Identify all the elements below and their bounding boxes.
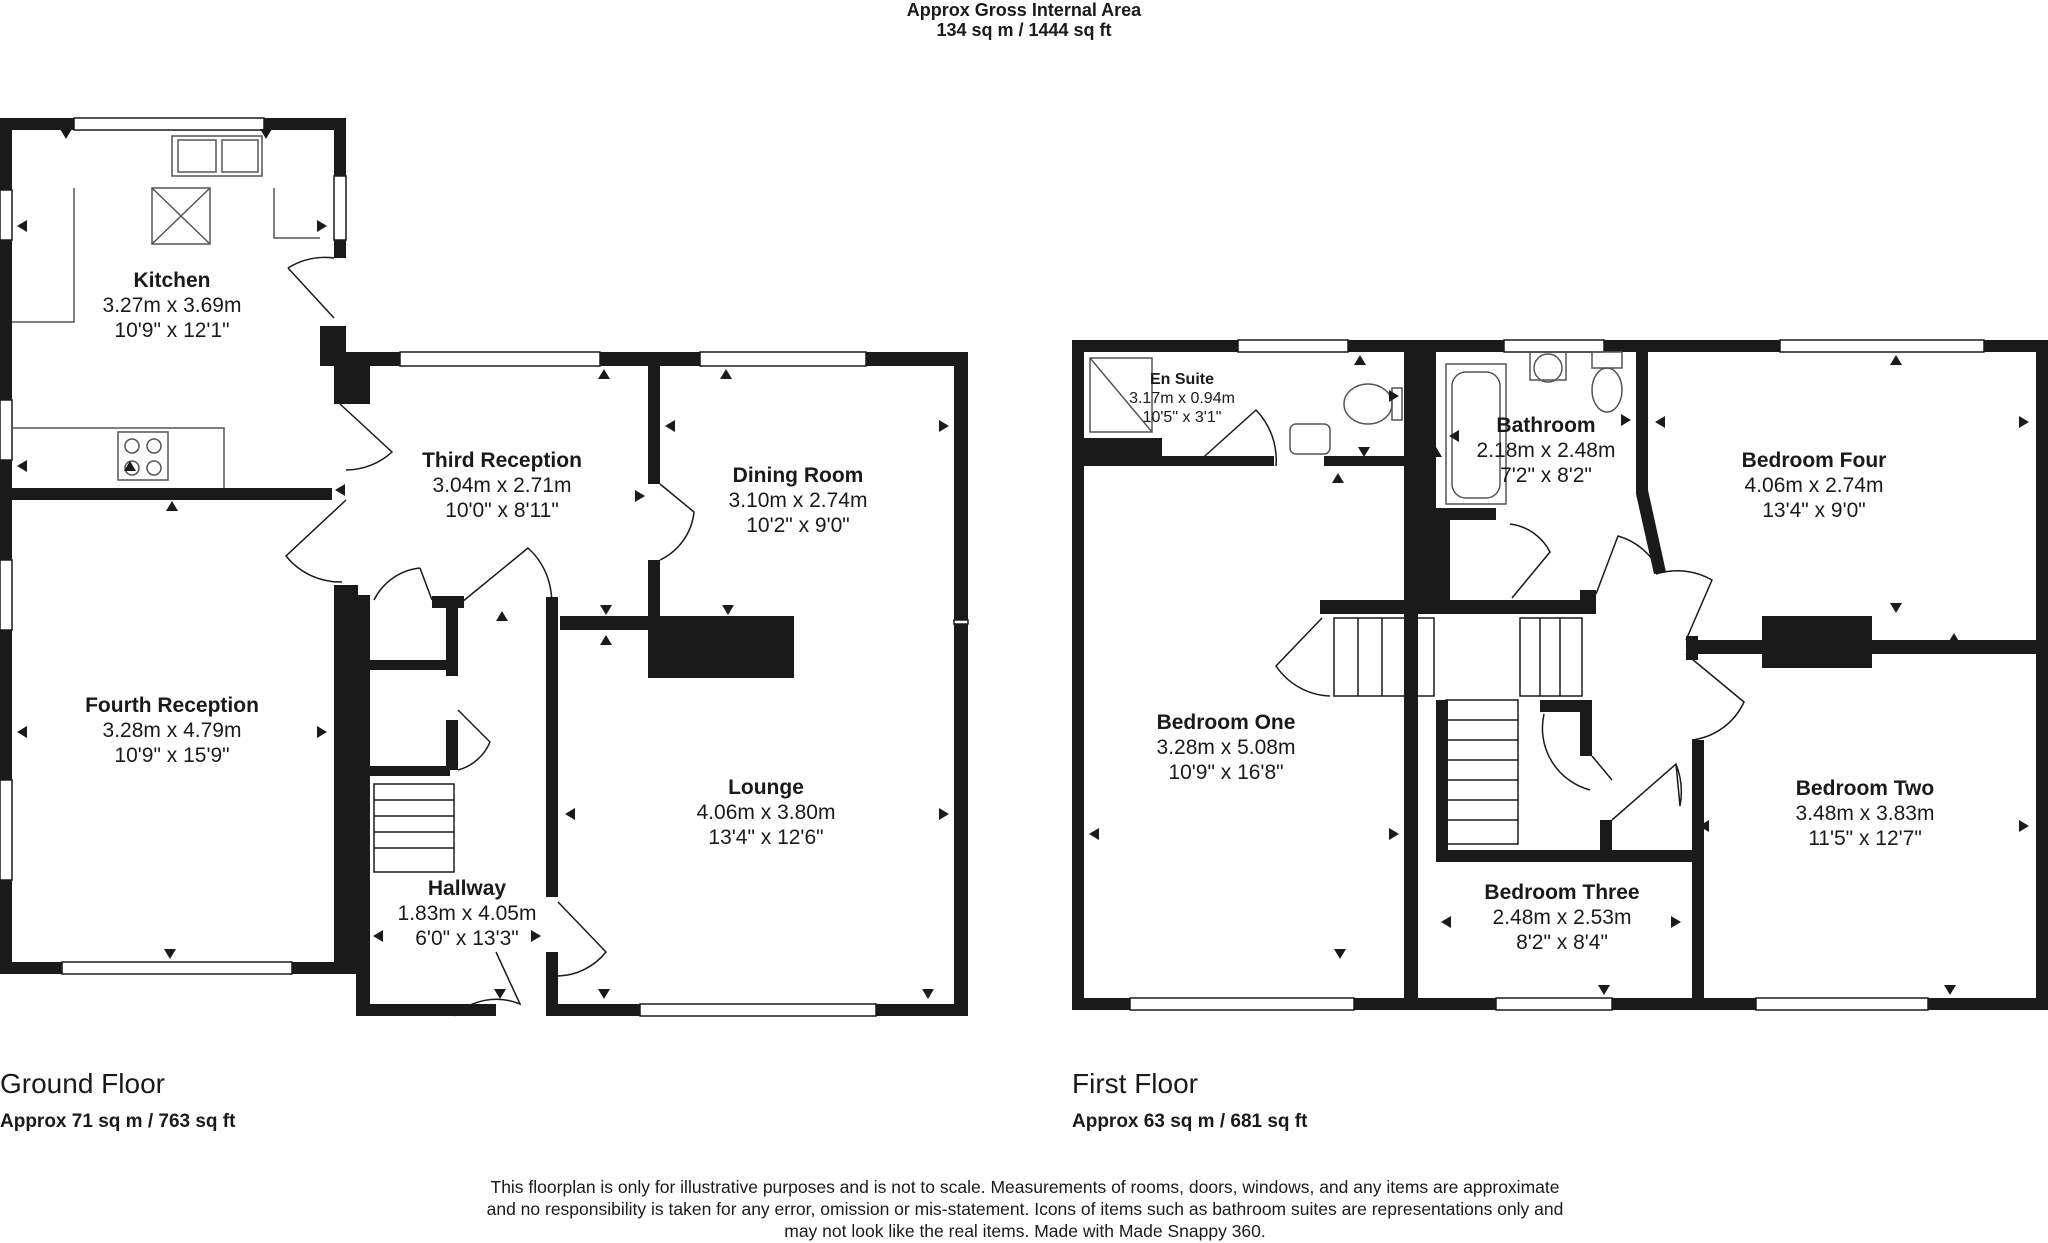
kitchen-fixtures (12, 135, 320, 488)
ground-floor-area: Approx 71 sq m / 763 sq ft (0, 1111, 236, 1132)
room-imperial: 10'9" x 15'9" (114, 744, 230, 767)
room-imperial: 6'0" x 13'3" (415, 927, 519, 950)
room-en-suite: En Suite 3.17m x 0.94m 10'5" x 3'1" (1129, 370, 1235, 427)
room-name: Third Reception (422, 449, 582, 472)
room-metric: 3.17m x 0.94m (1129, 390, 1235, 407)
disclaimer: This floorplan is only for illustrative … (440, 1176, 1610, 1242)
first-floor-area: Approx 63 sq m / 681 sq ft (1072, 1111, 1308, 1132)
room-metric: 2.48m x 2.53m (1492, 906, 1632, 929)
ground-floor-title: Ground Floor (0, 1068, 165, 1099)
disclaimer-line-2: and no responsibility is taken for any e… (486, 1199, 1564, 1219)
first-floor-title: First Floor (1072, 1068, 1198, 1099)
room-metric: 1.83m x 4.05m (397, 902, 537, 925)
ground-floor-stairs (373, 783, 455, 873)
room-name: Bathroom (1496, 414, 1596, 437)
room-bedroom-three: Bedroom Three 2.48m x 2.53m 8'2" x 8'4" (1484, 880, 1639, 955)
first-floor-doors (1195, 408, 1745, 821)
bathroom-fixtures (1089, 351, 1623, 505)
room-name: Bedroom Three (1484, 881, 1640, 904)
room-name: Bedroom One (1156, 711, 1296, 734)
first-floor-windows (1129, 339, 1985, 1011)
first-floor-stairs (1333, 617, 1583, 845)
room-fourth-reception: Fourth Reception 3.28m x 4.79m 10'9" x 1… (85, 693, 259, 768)
room-imperial: 8'2" x 8'4" (1516, 931, 1608, 954)
room-dining-room: Dining Room 3.10m x 2.74m 10'2" x 9'0" (729, 463, 868, 538)
room-metric: 4.06m x 3.80m (696, 801, 836, 824)
room-lounge: Lounge 4.06m x 3.80m 13'4" x 12'6" (697, 775, 836, 850)
first-floor-walls (1072, 340, 2048, 1010)
room-metric: 3.28m x 5.08m (1156, 736, 1296, 759)
room-name: Bedroom Two (1795, 777, 1935, 800)
room-name: Bedroom Four (1741, 449, 1887, 472)
room-name: Hallway (427, 877, 507, 900)
room-third-reception: Third Reception 3.04m x 2.71m 10'0" x 8'… (422, 448, 582, 523)
room-imperial: 11'5" x 12'7" (1808, 827, 1922, 850)
room-imperial: 13'4" x 9'0" (1762, 499, 1866, 522)
room-metric: 3.48m x 3.83m (1795, 802, 1935, 825)
room-metric: 2.18m x 2.48m (1476, 439, 1616, 462)
gross-area-title: Approx Gross Internal Area (906, 0, 1142, 20)
room-bedroom-two: Bedroom Two 3.48m x 3.83m 11'5" x 12'7" (1796, 776, 1935, 851)
disclaimer-line-3: may not look like the real items. Made w… (784, 1221, 1266, 1241)
ground-floor-markers (17, 129, 949, 999)
room-metric: 3.10m x 2.74m (728, 489, 868, 512)
room-name: En Suite (1149, 371, 1215, 388)
gross-area-value: 134 sq m / 1444 sq ft (936, 20, 1112, 40)
room-bedroom-four: Bedroom Four 4.06m x 2.74m 13'4" x 9'0" (1742, 448, 1887, 523)
room-imperial: 7'2" x 8'2" (1500, 464, 1592, 487)
room-metric: 3.04m x 2.71m (432, 474, 572, 497)
room-name: Fourth Reception (85, 694, 259, 717)
room-imperial: 10'9" x 12'1" (114, 319, 230, 342)
room-imperial: 10'5" x 3'1" (1142, 409, 1222, 426)
room-name: Dining Room (732, 464, 864, 487)
disclaimer-line-1: This floorplan is only for illustrative … (490, 1177, 1560, 1197)
room-name: Lounge (728, 776, 804, 799)
room-imperial: 13'4" x 12'6" (708, 826, 824, 849)
room-imperial: 10'0" x 8'11" (445, 499, 559, 522)
room-kitchen: Kitchen 3.27m x 3.69m 10'9" x 12'1" (103, 268, 242, 343)
room-bedroom-one: Bedroom One 3.28m x 5.08m 10'9" x 16'8" (1157, 710, 1296, 785)
room-metric: 3.28m x 4.79m (102, 719, 242, 742)
room-metric: 4.06m x 2.74m (1744, 474, 1884, 497)
room-imperial: 10'2" x 9'0" (746, 514, 850, 537)
room-bathroom: Bathroom 2.18m x 2.48m 7'2" x 8'2" (1477, 413, 1616, 488)
room-imperial: 10'9" x 16'8" (1168, 761, 1284, 784)
room-hallway: Hallway 1.83m x 4.05m 6'0" x 13'3" (398, 876, 537, 951)
room-name: Kitchen (133, 269, 211, 292)
ground-floor-windows (0, 117, 969, 1017)
ground-floor-doors (284, 256, 695, 1017)
room-metric: 3.27m x 3.69m (102, 294, 242, 317)
